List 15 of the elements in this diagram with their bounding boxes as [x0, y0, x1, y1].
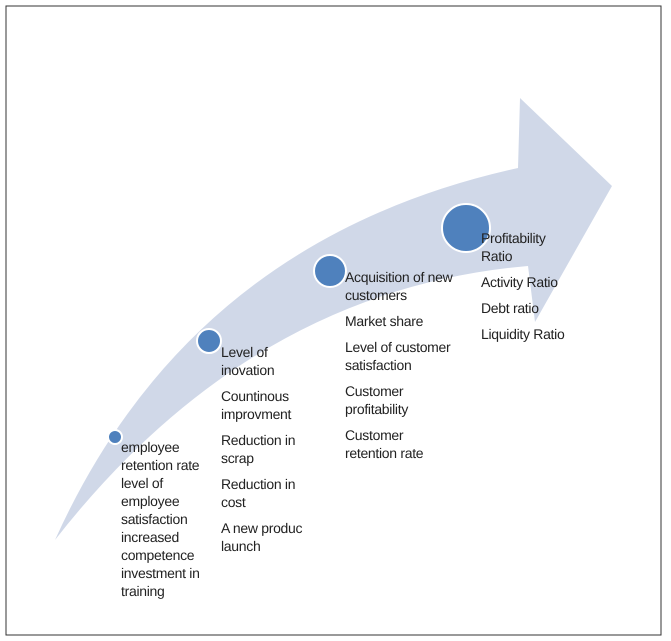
list-item: investment in training: [121, 564, 201, 600]
list-item: Reduction in cost: [221, 475, 296, 511]
list-item: Acquisition of new customers: [345, 268, 454, 304]
list-item: Market share: [345, 312, 424, 330]
list-item: A new produc launch: [221, 519, 304, 555]
list-item: Customer retention rate: [345, 426, 424, 462]
list-item: Debt ratio: [481, 299, 540, 317]
list-item: Customer profitability: [345, 382, 410, 418]
step-circle: [107, 429, 123, 445]
list-item: Reduction in scrap: [221, 431, 296, 467]
list-item: Level of inovation: [221, 343, 276, 379]
list-item: Activity Ratio: [481, 273, 559, 291]
list-item: Level of customer satisfaction: [345, 338, 452, 374]
list-item: Liquidity Ratio: [481, 325, 566, 343]
list-item: Countinous improvment: [221, 387, 292, 423]
